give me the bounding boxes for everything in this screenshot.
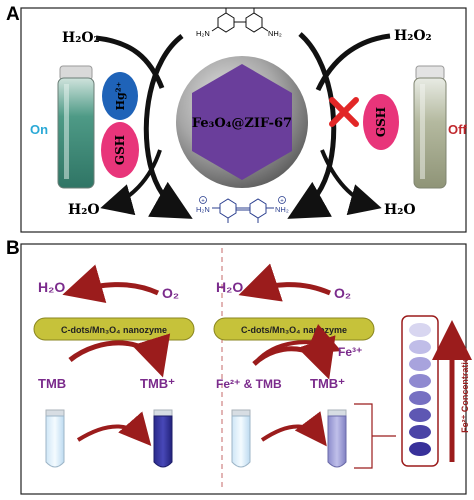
- left-nanozyme-label: C-dots/Mn₃O₄ nanozyme: [61, 325, 167, 335]
- color-scale-dot: [409, 425, 431, 439]
- right-arrow-tmb: [252, 335, 336, 380]
- panel-b-label: B: [6, 238, 20, 259]
- gsh-bubble-left: [101, 122, 139, 178]
- panel-a-frame: [20, 7, 467, 233]
- vial-off: [413, 65, 447, 189]
- right-o2: O₂: [334, 285, 351, 301]
- plus-left: +: [201, 199, 205, 205]
- tube-clear-right: [231, 409, 251, 468]
- tmb-molecule-top: [211, 8, 269, 33]
- block-x-icon: [329, 97, 359, 127]
- gsh-bubble-right: [363, 94, 399, 150]
- arrow-h2o2-right: [315, 33, 391, 92]
- tmb-molecule-bottom: [212, 198, 274, 223]
- color-scale-dot: [409, 323, 431, 337]
- color-scale-dot: [409, 391, 431, 405]
- gsh-label-right: GSH: [374, 107, 388, 137]
- arrow-h2o2-left: [95, 35, 165, 89]
- hg-label: Hg²⁺: [114, 81, 127, 110]
- left-tmb: TMB: [38, 376, 66, 391]
- tube-clear-left: [45, 409, 65, 468]
- color-scale-dot: [409, 340, 431, 354]
- tmb-top-nh2-right: NH₂: [268, 29, 282, 38]
- tmb-bottom-nh-right: NH₂: [275, 205, 289, 214]
- panel-a-label: A: [6, 4, 20, 25]
- h2o-right: H₂O: [384, 202, 416, 218]
- left-arrow-tmb: [68, 333, 171, 378]
- off-label: Off: [448, 122, 467, 137]
- zif67-hexagon: [192, 64, 292, 180]
- color-scale-dot: [409, 357, 431, 371]
- arrow-h2o-right: [320, 149, 382, 216]
- color-scale-dots: [409, 323, 431, 456]
- right-tube-arrow: [260, 411, 327, 447]
- arrow-tmb-left: [143, 34, 193, 219]
- arrow-h2o-left: [100, 149, 162, 216]
- left-tube-arrow: [76, 411, 152, 447]
- gsh-label-left: GSH: [113, 135, 127, 165]
- left-o2: O₂: [162, 285, 179, 301]
- tube-purple-right: [327, 409, 347, 468]
- left-arrow-o2-h2o: [62, 264, 160, 303]
- center-label: Fe₃O₄@ZIF-67: [192, 116, 292, 131]
- right-h2o: H₂O: [216, 279, 243, 295]
- color-scale-dot: [409, 374, 431, 388]
- left-tmb-ox: TMB⁺: [140, 376, 175, 391]
- tube-blue-left: [153, 409, 173, 468]
- right-arrow-o2-h2o: [238, 263, 331, 302]
- vial-on: [57, 65, 95, 189]
- right-fe3: Fe³⁺: [338, 345, 362, 359]
- tmb-bottom-nh-left: H₂N: [196, 205, 210, 214]
- left-h2o: H₂O: [38, 279, 65, 295]
- right-fe2-tmb: Fe²⁺ & TMB: [216, 377, 282, 391]
- scale-bracket: [354, 403, 396, 469]
- right-tmb-ox: TMB⁺: [310, 376, 345, 391]
- plus-circle-right: [278, 196, 286, 204]
- tmb-top-nh2-left: H₂N: [196, 29, 210, 38]
- h2o-left: H₂O: [68, 202, 100, 218]
- arrow-tmb-right: [287, 32, 337, 219]
- panel-b-frame: [20, 243, 467, 495]
- on-label: On: [30, 122, 48, 137]
- hg-bubble: [102, 72, 138, 120]
- concentration-label: Fe²⁺ Concentration: [460, 351, 470, 433]
- right-nanozyme-label: C-dots/Mn₃O₄ nanozyme: [241, 325, 347, 335]
- h2o2-right: H₂O₂: [394, 28, 432, 44]
- color-scale-dot: [409, 442, 431, 456]
- plus-right: +: [280, 199, 284, 205]
- plus-circle-left: [199, 196, 207, 204]
- color-scale-dot: [409, 408, 431, 422]
- h2o2-left: H₂O₂: [62, 30, 100, 46]
